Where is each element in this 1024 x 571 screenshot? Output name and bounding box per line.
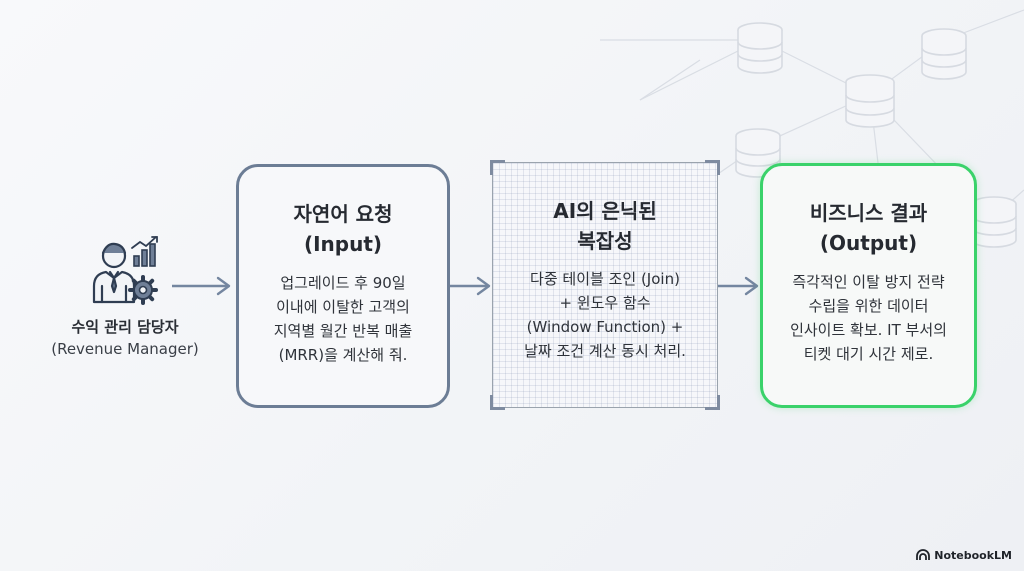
output-card: 비즈니스 결과 (Output) 즉각적인 이탈 방지 전략 수립을 위한 데이… — [760, 163, 977, 408]
corner-bracket — [490, 395, 505, 410]
output-card-body-line: 수립을 위한 데이터 — [808, 297, 929, 315]
corner-bracket — [705, 160, 720, 175]
ai-card-body-line: (Window Function) + — [526, 318, 684, 336]
notebooklm-logo-icon — [916, 549, 931, 560]
output-card-title: 비즈니스 결과 (Output) — [763, 198, 974, 258]
input-card: 자연어 요청 (Input) 업그레이드 후 90일 이내에 이탈한 고객의 지… — [236, 164, 450, 408]
ai-card-body: 다중 테이블 조인 (Join) + 윈도우 함수 (Window Functi… — [493, 267, 717, 363]
input-card-body-line: 업그레이드 후 90일 — [280, 274, 406, 292]
output-card-body-line: 인사이트 확보. IT 부서의 — [790, 321, 947, 339]
input-card-title-line: 자연어 요청 — [293, 202, 393, 226]
output-card-body-line: 즉각적인 이탈 방지 전략 — [792, 273, 945, 291]
output-card-title-line: 비즈니스 결과 — [809, 201, 928, 225]
ai-card-body-line: + 윈도우 함수 — [559, 294, 651, 312]
output-card-body-line: 티켓 대기 시간 제로. — [803, 345, 934, 363]
persona: 수익 관리 담당자 (Revenue Manager) — [30, 236, 220, 366]
persona-title: 수익 관리 담당자 — [71, 318, 179, 336]
arrow-right-icon — [450, 276, 491, 296]
ai-card-title: AI의 은닉된 복잡성 — [493, 196, 717, 256]
arrow-right-icon — [172, 276, 231, 296]
ai-card-body-line: 날짜 조건 계산 동시 처리. — [524, 342, 686, 360]
persona-subtitle: (Revenue Manager) — [51, 340, 199, 358]
ai-card-title-line: AI의 은닉된 — [553, 199, 657, 223]
input-card-body-line: 이내에 이탈한 고객의 — [276, 298, 410, 316]
output-card-body: 즉각적인 이탈 방지 전략 수립을 위한 데이터 인사이트 확보. IT 부서의… — [763, 270, 974, 366]
input-card-title-line: (Input) — [303, 232, 383, 256]
brand-logo: NotebookLM — [916, 547, 1012, 563]
input-card-body: 업그레이드 후 90일 이내에 이탈한 고객의 지역별 월간 반복 매출 (MR… — [239, 271, 447, 367]
brand-name: NotebookLM — [934, 548, 1012, 562]
input-card-title: 자연어 요청 (Input) — [239, 199, 447, 259]
arrow-right-icon — [718, 276, 759, 296]
ai-complexity-card: AI의 은닉된 복잡성 다중 테이블 조인 (Join) + 윈도우 함수 (W… — [490, 160, 720, 410]
ai-card-body-line: 다중 테이블 조인 (Join) — [530, 270, 680, 288]
corner-bracket — [705, 395, 720, 410]
corner-bracket — [490, 160, 505, 175]
manager-with-chart-and-gear-icon — [92, 236, 158, 305]
ai-card-title-line: 복잡성 — [577, 229, 633, 253]
output-card-title-line: (Output) — [819, 231, 918, 255]
input-card-body-line: 지역별 월간 반복 매출 — [273, 322, 413, 340]
input-card-body-line: (MRR)을 계산해 줘. — [278, 346, 408, 364]
